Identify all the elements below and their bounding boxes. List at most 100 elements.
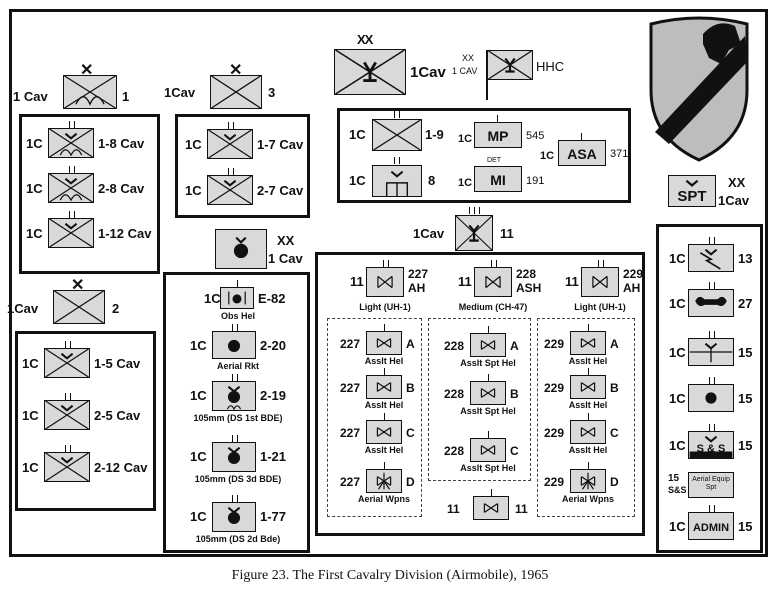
mi-unit: 1C — [458, 177, 473, 189]
aviation-company-letter: B — [406, 381, 415, 395]
battalion-unit: 1C — [26, 226, 43, 241]
battalion-unit: 1C — [22, 356, 39, 371]
artillery-label: 1-21 — [260, 449, 287, 464]
aviation-battalion-caption: Medium (CH-47) — [458, 302, 528, 312]
echelon-tick — [227, 122, 229, 129]
brigade-1-number: 1 — [122, 89, 130, 104]
support-command-echelon: XX — [728, 175, 746, 190]
echelon-tick — [708, 331, 710, 338]
brigade-3-box — [175, 114, 310, 218]
hhc-sub-unit: 1 CAV — [452, 66, 478, 76]
support-unit-text: ADMIN — [692, 522, 730, 534]
aviation-company-letter: B — [610, 381, 619, 395]
brigade-3-echelon: ✕ — [229, 62, 243, 79]
cav-squadron-unit: 1C — [349, 127, 366, 142]
artillery-battalion-symbol — [212, 502, 256, 532]
aviation-battalion-unit: 11 — [458, 274, 472, 289]
aviation-gs-company-symbol — [473, 496, 509, 520]
mp-number: 545 — [526, 130, 545, 142]
aviation-company-letter: D — [610, 475, 619, 489]
support-command-unit: 1Cav — [718, 193, 750, 208]
company-tick — [384, 413, 385, 420]
echelon-tick — [68, 211, 70, 218]
aviation-group-unit: 1Cav — [413, 226, 445, 241]
company-tick — [384, 462, 385, 469]
support-unit-designation: 1C — [669, 438, 686, 453]
aviation-bn-227-companies — [327, 318, 422, 517]
artillery-hq-symbol — [215, 229, 267, 269]
support-unit-symbol — [688, 289, 734, 317]
support-unit-symbol: Aerial Equip Spt — [688, 472, 734, 498]
echelon-tick — [64, 341, 66, 348]
company-tick — [588, 324, 589, 331]
echelon-tick — [231, 495, 233, 502]
echelon-tick — [382, 260, 384, 267]
brigade-2-number: 2 — [112, 301, 120, 316]
battalion-label: 2-7 Cav — [257, 183, 304, 198]
echelon-tick — [713, 424, 715, 431]
artillery-unit: 1 Cav — [268, 251, 303, 266]
aviation-company-letter: B — [510, 387, 519, 401]
support-unit-designation: 1C — [669, 391, 686, 406]
figure-caption: Figure 23. The First Cavalry Division (A… — [231, 568, 549, 583]
echelon-tick — [69, 341, 71, 348]
support-unit-designation: 1C — [669, 296, 686, 311]
echelon-tick — [708, 377, 710, 384]
aviation-company-letter: C — [610, 426, 619, 440]
brigade-1-echelon: ✕ — [80, 62, 94, 79]
echelon-tick — [73, 121, 75, 128]
artillery-caption: 105mm (DS 3d BDE) — [194, 474, 282, 484]
company-tick — [384, 324, 385, 331]
brigade-2-box — [15, 331, 156, 511]
battalion-unit: 1C — [26, 136, 43, 151]
aviation-company-letter: C — [510, 444, 519, 458]
aviation-gs-company-number: 11 — [515, 502, 528, 516]
company-tick — [488, 326, 489, 333]
infantry-battalion-symbol — [44, 348, 90, 378]
company-tick — [488, 431, 489, 438]
company-tick — [588, 413, 589, 420]
aviation-group-box — [315, 252, 645, 536]
aviation-company-caption: Asslt Spt Hel — [460, 358, 516, 368]
battalion-label: 2-8 Cav — [98, 181, 145, 196]
echelon-tick — [236, 435, 238, 442]
infantry-battalion-symbol — [48, 173, 94, 203]
cav-squadron-label: 1-9 — [425, 127, 444, 142]
mi-number: 191 — [526, 175, 545, 187]
aviation-gs-company-unit: 11 — [447, 502, 460, 516]
echelon-tick — [68, 166, 70, 173]
artillery-box — [163, 272, 310, 553]
division-designation: 1Cav — [410, 64, 446, 81]
division-hq-symbol — [334, 49, 406, 95]
mi-det-label: DET — [487, 157, 501, 164]
company-tick — [588, 462, 589, 469]
battalion-unit: 1C — [22, 408, 39, 423]
echelon-tick — [597, 260, 599, 267]
aviation-company-symbol — [366, 420, 402, 444]
support-unit-symbol: S & S — [688, 431, 734, 459]
infantry-battalion-symbol — [207, 129, 253, 159]
aviation-group-symbol — [455, 215, 493, 251]
echelon-tick — [64, 445, 66, 452]
support-unit-text: Aerial Equip Spt — [692, 476, 730, 491]
artillery-unit: 1C — [190, 388, 207, 403]
echelon-tick — [713, 237, 715, 244]
aviation-battalion-symbol — [366, 267, 404, 297]
support-unit-text: S & S — [696, 443, 726, 455]
mp-unit: 1C — [458, 133, 473, 145]
echelon-tick — [68, 121, 70, 128]
artillery-unit: 1C — [190, 509, 207, 524]
aviation-company-caption: Asslt Hel — [568, 445, 608, 455]
hhc-echelon: XX — [462, 53, 475, 63]
battalion-unit: 1C — [22, 460, 39, 475]
company-tick — [588, 368, 589, 375]
echelon-tick — [236, 495, 238, 502]
support-unit-number: 15 — [738, 438, 753, 453]
artillery-battalion-symbol — [212, 381, 256, 411]
artillery-caption: 105mm (DS 1st BDE) — [193, 413, 283, 423]
aviation-company-symbol — [570, 331, 606, 355]
aviation-company-caption: Asslt Hel — [568, 400, 608, 410]
aviation-company-caption: Asslt Spt Hel — [460, 406, 516, 416]
support-unit-symbol — [688, 384, 734, 412]
battalion-label: 1-8 Cav — [98, 136, 145, 151]
